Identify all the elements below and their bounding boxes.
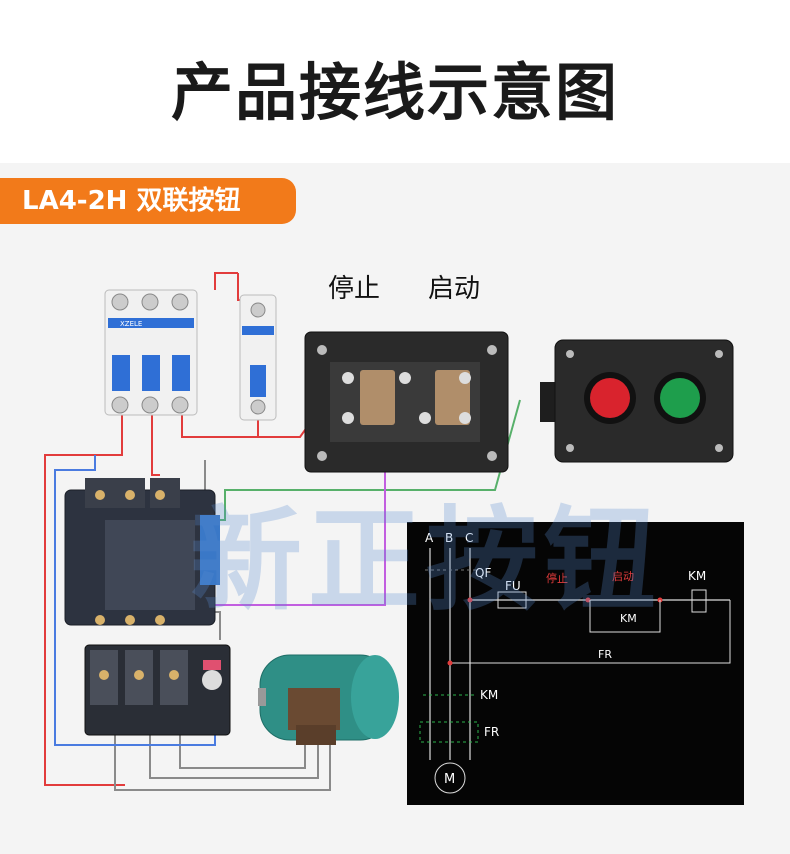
fr-main-label: FR <box>484 725 499 739</box>
product-badge: LA4-2H 双联按钮 <box>0 178 296 224</box>
wire-gray-1 <box>114 735 331 791</box>
wire-red-top <box>214 272 238 290</box>
fu-label: FU <box>505 579 521 593</box>
km-coil-label: KM <box>688 569 706 583</box>
wire-red-left <box>44 412 125 786</box>
start-button <box>660 378 700 418</box>
thermal-relay <box>84 644 231 736</box>
schematic-panel: A B C QF FU 停止 启动 KM KM FR KM FR M <box>407 522 744 805</box>
fr-contact-label: FR <box>598 648 612 661</box>
wire-gray-2 <box>149 735 319 779</box>
breaker-brand: XZELE <box>120 320 142 328</box>
stop-label: 停止 <box>328 274 381 304</box>
start-contact-label: 启动 <box>612 570 634 583</box>
button-box-closed <box>540 339 734 463</box>
qf-label: QF <box>475 566 491 580</box>
single-pole-breaker <box>239 294 277 421</box>
stop-contact-label: 停止 <box>546 571 568 585</box>
button-box-open <box>304 331 509 473</box>
motor <box>258 654 399 745</box>
wire-red-right <box>181 412 258 438</box>
phase-c: C <box>465 531 473 545</box>
km-main-label: KM <box>480 688 498 702</box>
wire-blue <box>54 455 216 746</box>
phase-a: A <box>425 531 434 545</box>
contactor <box>64 478 220 626</box>
start-label: 启动 <box>428 274 481 304</box>
wire-red-mid <box>151 412 160 476</box>
phase-b: B <box>445 531 453 545</box>
stop-button <box>590 378 630 418</box>
three-pole-breaker: XZELE <box>104 289 198 416</box>
page-title: 产品接线示意图 <box>170 56 619 129</box>
km-aux-label: KM <box>620 612 637 625</box>
motor-symbol-label: M <box>444 772 455 787</box>
wire-gray-3 <box>179 735 306 769</box>
